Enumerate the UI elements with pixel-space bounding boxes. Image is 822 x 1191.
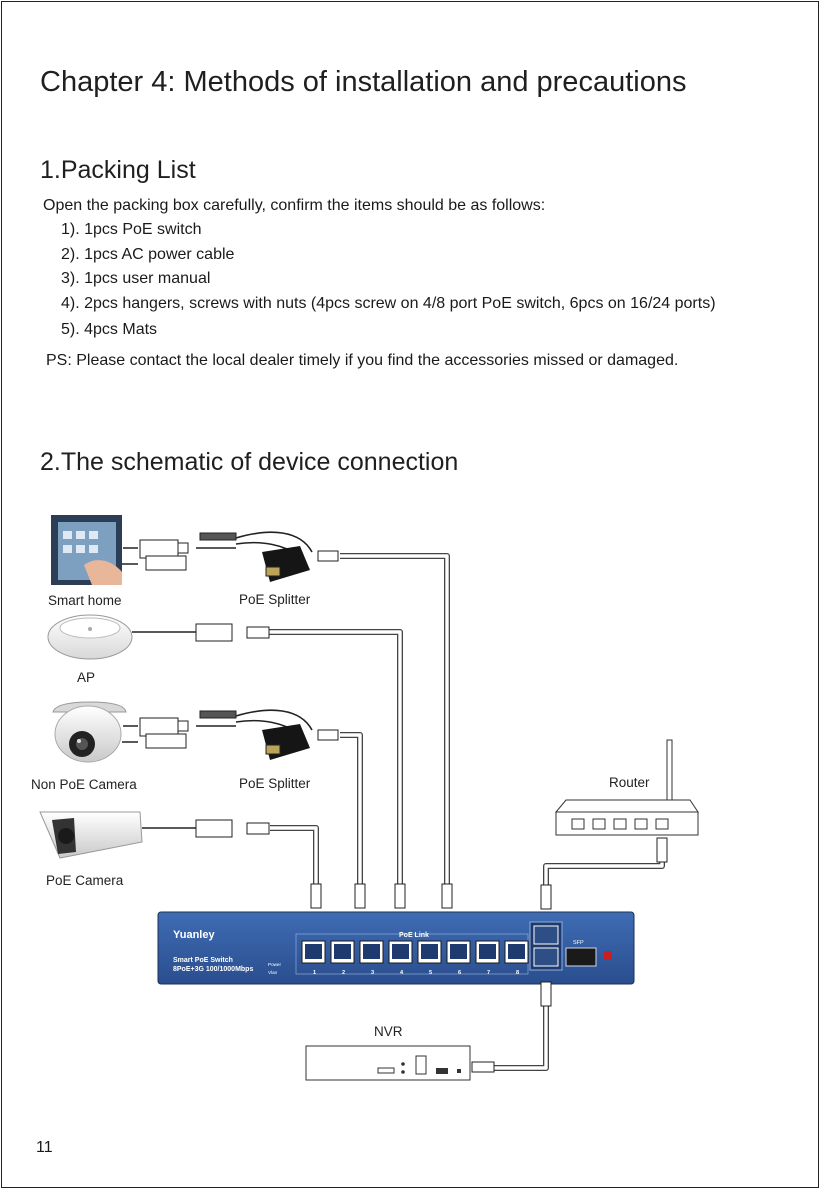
port-number: 5 (429, 970, 432, 976)
chapter-title: Chapter 4: Methods of installation and p… (40, 66, 687, 98)
switch-model-line1: Smart PoE Switch (173, 957, 233, 964)
switch-port-numbers: 1 2 3 4 5 6 7 8 (313, 970, 519, 976)
packing-list-item: 1). 1pcs PoE switch (61, 221, 202, 238)
packing-list-item: 4). 2pcs hangers, screws with nuts (4pcs… (61, 295, 716, 312)
switch-sfp-label: SFP (573, 940, 584, 946)
nvr-icon (305, 1045, 471, 1081)
packing-list-intro: Open the packing box carefully, confirm … (43, 197, 546, 214)
poe-splitter-icon (262, 546, 310, 582)
dc-plug-icon (139, 539, 179, 559)
nvr-label: NVR (374, 1024, 403, 1039)
port-number: 3 (371, 970, 374, 976)
rj45-plug-icon (195, 623, 233, 642)
port-number: 7 (487, 970, 490, 976)
poe-splitter-label: PoE Splitter (239, 776, 311, 791)
dc-plug-icon (139, 717, 179, 737)
schematic-heading: 2.The schematic of device connection (40, 448, 459, 476)
smart-home-label: Smart home (48, 593, 122, 608)
switch-brand: Yuanley (173, 929, 215, 941)
packing-list-item: 5). 4pcs Mats (61, 321, 158, 338)
port-number: 8 (516, 970, 519, 976)
bullet-camera-icon (39, 811, 143, 859)
packing-list-item: 2). 1pcs AC power cable (61, 246, 235, 263)
accessories-note: PS: Please contact the local dealer time… (46, 352, 679, 369)
poe-camera-label: PoE Camera (46, 873, 124, 888)
poe-splitter-icon (262, 724, 310, 760)
non-poe-camera-label: Non PoE Camera (31, 777, 137, 792)
switch-poe-link-label: PoE Link (399, 932, 429, 939)
router-icon (554, 739, 699, 836)
packing-list-heading: 1.Packing List (40, 156, 196, 184)
switch-model-line2: 8PoE+3G 100/1000Mbps (173, 966, 253, 973)
port-number: 2 (342, 970, 345, 976)
access-point-icon (47, 614, 133, 660)
rj45-plug-icon (195, 819, 233, 838)
port-number: 4 (400, 970, 404, 976)
poe-switch-icon (157, 911, 635, 985)
page-number: 11 (36, 1139, 53, 1156)
ap-label: AP (77, 670, 96, 685)
packing-list-item: 3). 1pcs user manual (61, 270, 211, 287)
poe-splitter-label: PoE Splitter (239, 592, 311, 607)
dome-camera-icon (52, 701, 127, 763)
port-number: 6 (458, 970, 461, 976)
switch-power-label: Power (268, 962, 281, 967)
rj45-plug-icons (310, 837, 668, 1073)
port-number: 1 (313, 970, 316, 976)
router-label: Router (609, 775, 650, 790)
switch-vlan-label: Vlan (268, 970, 278, 975)
smart-home-tablet-icon (51, 515, 122, 585)
